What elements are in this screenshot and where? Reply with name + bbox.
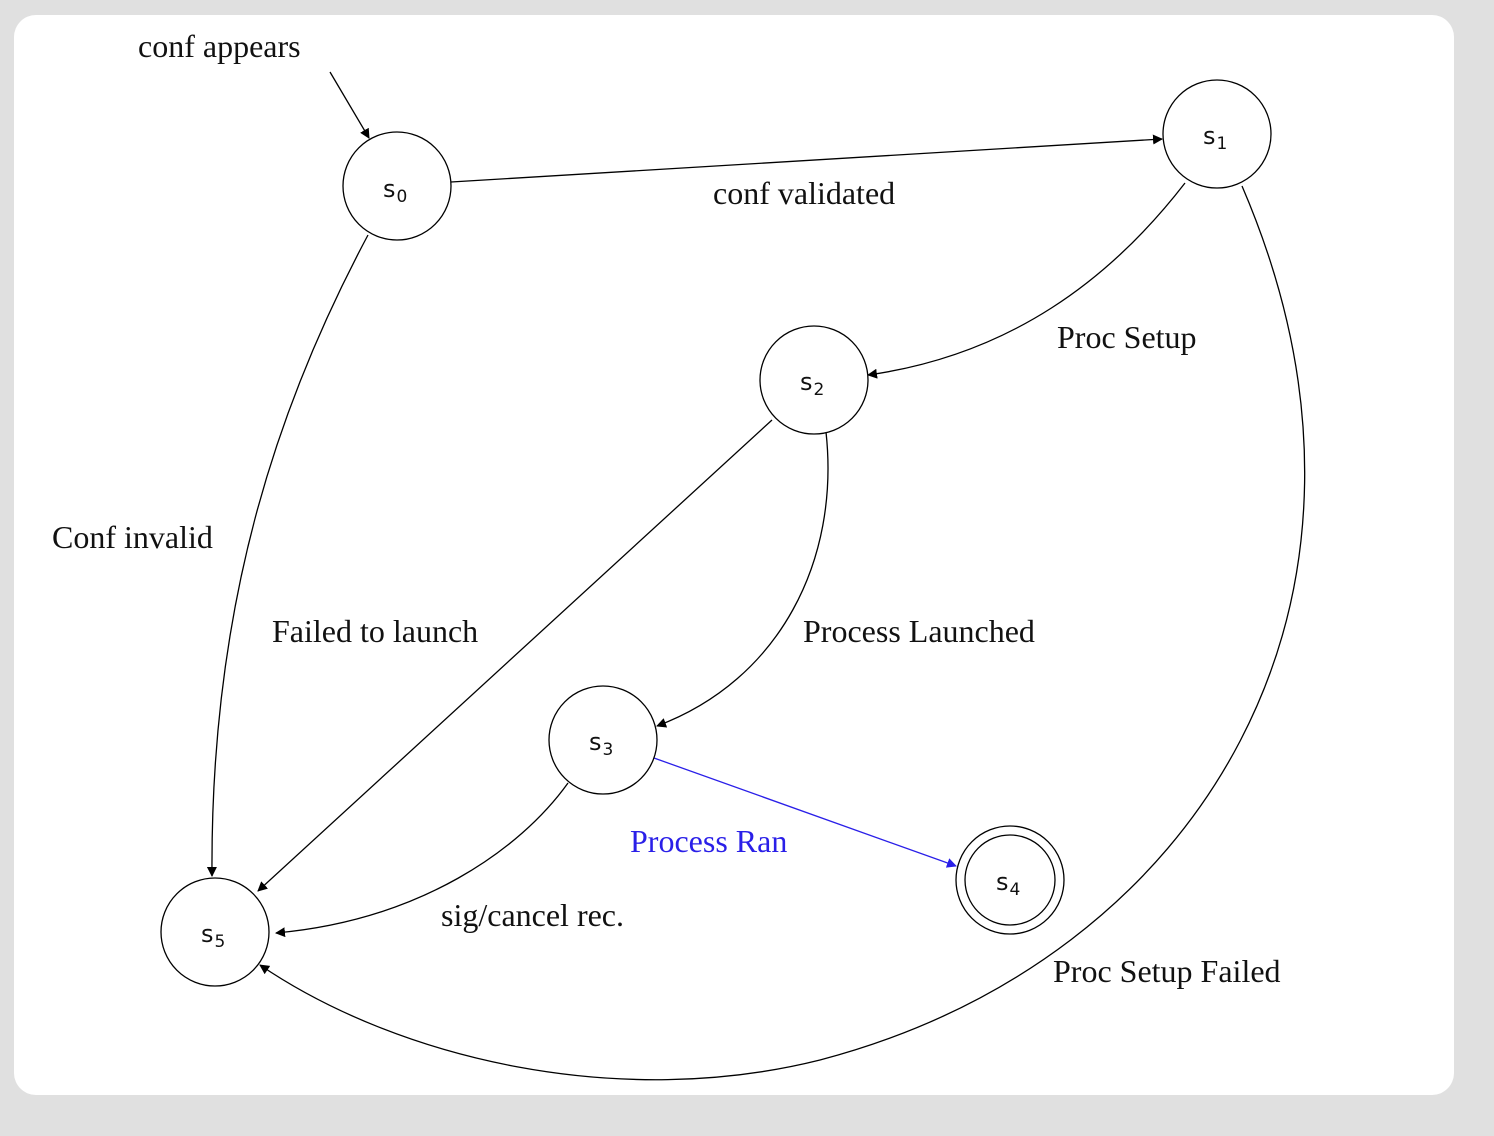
edge-s2-s3 bbox=[656, 431, 829, 728]
state-subscript: 3 bbox=[603, 740, 614, 760]
label-proc-setup: Proc Setup bbox=[1057, 319, 1197, 355]
edge-s3-s4 bbox=[653, 757, 957, 868]
edge-s0-s5 bbox=[206, 234, 369, 877]
label-failed-to-launch: Failed to launch bbox=[272, 613, 478, 649]
state-s5: s5 bbox=[160, 877, 270, 987]
state-subscript: 0 bbox=[397, 187, 408, 207]
label-conf-validated: conf validated bbox=[713, 175, 895, 211]
state-s4-accepting: s4 bbox=[955, 825, 1065, 935]
state-subscript: 4 bbox=[1010, 880, 1021, 900]
label-conf-appears: conf appears bbox=[138, 28, 301, 64]
state-s0: s0 bbox=[342, 131, 452, 241]
state-subscript: 5 bbox=[215, 932, 226, 952]
svg-text:s2: s2 bbox=[800, 368, 824, 400]
edge-s1-s5 bbox=[259, 185, 1306, 1081]
edge-s2-s5 bbox=[257, 419, 773, 892]
state-name: s bbox=[1203, 122, 1216, 150]
state-name: s bbox=[996, 868, 1009, 896]
label-process-launched: Process Launched bbox=[803, 613, 1035, 649]
edge-s3-s5 bbox=[275, 782, 569, 938]
state-s3: s3 bbox=[548, 685, 658, 795]
svg-text:s1: s1 bbox=[1203, 122, 1227, 154]
state-subscript: 1 bbox=[1217, 134, 1228, 154]
svg-text:s0: s0 bbox=[383, 175, 407, 207]
label-sig-cancel-rec: sig/cancel rec. bbox=[441, 897, 624, 933]
state-s1: s1 bbox=[1162, 79, 1272, 189]
edge-start bbox=[329, 71, 370, 139]
state-name: s bbox=[383, 175, 396, 203]
label-process-ran: Process Ran bbox=[630, 823, 787, 859]
svg-text:s5: s5 bbox=[201, 920, 225, 952]
state-s2: s2 bbox=[759, 325, 869, 435]
label-proc-setup-failed: Proc Setup Failed bbox=[1053, 953, 1281, 989]
edge-s0-s1 bbox=[450, 134, 1163, 183]
svg-text:s4: s4 bbox=[996, 868, 1020, 900]
label-conf-invalid: Conf invalid bbox=[52, 519, 213, 555]
svg-text:s3: s3 bbox=[589, 728, 613, 760]
state-subscript: 2 bbox=[814, 380, 825, 400]
state-name: s bbox=[201, 920, 214, 948]
state-name: s bbox=[800, 368, 813, 396]
state-name: s bbox=[589, 728, 602, 756]
edge-s1-s2 bbox=[867, 182, 1186, 379]
